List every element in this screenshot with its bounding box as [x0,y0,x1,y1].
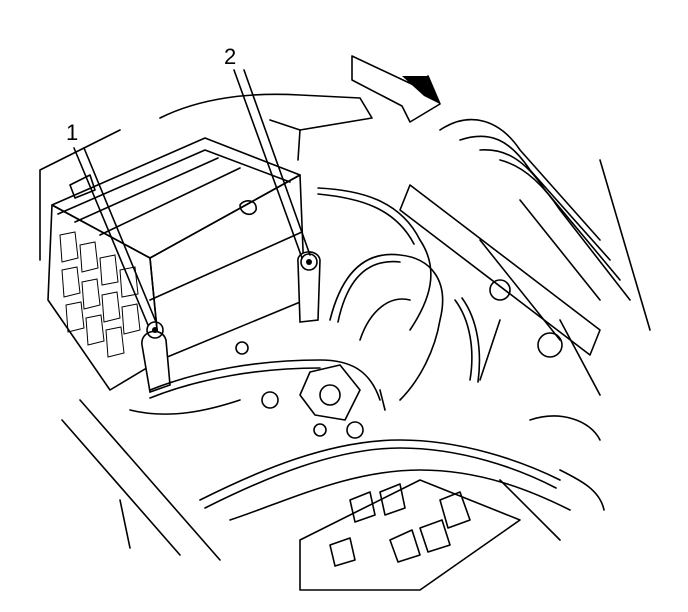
battery [47,137,306,391]
callout-leaders [73,69,311,326]
callout-label-1: 1 [66,120,78,145]
battery-terminal-2 [297,251,321,323]
background-panel [39,93,651,561]
callout-label-2: 2 [224,44,236,69]
battery-terminal-1 [141,321,171,394]
wiring-harness [129,187,605,541]
fuse-block [299,479,521,591]
direction-arrow-icon [351,55,441,123]
center-bracket [235,341,386,439]
intake-manifold [399,118,631,396]
